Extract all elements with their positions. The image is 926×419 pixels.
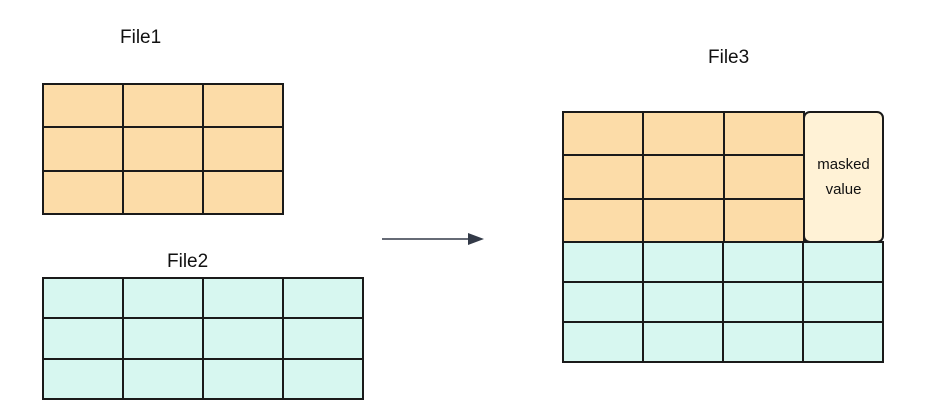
file3-file2-cell — [804, 283, 882, 321]
masked-value-cell: masked value — [803, 111, 884, 243]
file3-file2-cell — [724, 243, 802, 281]
file1-cell — [204, 171, 282, 213]
file1-cell — [44, 85, 122, 127]
arrow-head — [468, 233, 484, 245]
file2-cell — [44, 279, 122, 318]
file1-title: File1 — [120, 27, 162, 48]
file3-file2-rows — [562, 241, 884, 363]
file2-cell — [124, 319, 202, 358]
file2-cell — [284, 279, 362, 318]
file1-cell — [124, 85, 202, 127]
file3-file2-cell — [564, 283, 642, 321]
file3-file1-cell — [564, 113, 643, 155]
file3-file2-cell — [724, 323, 802, 361]
file3-file2-cell — [644, 243, 722, 281]
file2-title: File2 — [167, 251, 209, 272]
file3-title: File3 — [708, 47, 750, 68]
file2-cell — [284, 359, 362, 398]
file3-file2-cell — [644, 283, 722, 321]
file3-file2-cell — [804, 243, 882, 281]
file3-file1-cell — [724, 199, 803, 241]
merge-arrow-icon — [382, 233, 484, 245]
file2-cell — [204, 279, 282, 318]
file3-file1-cell — [724, 156, 803, 198]
file1-cell — [124, 128, 202, 170]
file2-cell — [124, 279, 202, 318]
file1-cell — [44, 171, 122, 213]
file2-cell — [204, 359, 282, 398]
file2-table — [42, 277, 364, 400]
file1-cell — [124, 171, 202, 213]
file3-file2-cell — [644, 323, 722, 361]
file3-file1-cell — [644, 156, 723, 198]
file2-cell — [44, 359, 122, 398]
file2-cell — [124, 359, 202, 398]
file3-file1-cell — [644, 113, 723, 155]
file2-cell — [204, 319, 282, 358]
file3-file1-rows — [562, 111, 805, 243]
file3-file1-cell — [564, 199, 643, 241]
file1-cell — [204, 85, 282, 127]
file3-file2-cell — [804, 323, 882, 361]
file2-cell — [284, 319, 362, 358]
file3-file2-cell — [564, 323, 642, 361]
file2-cell — [44, 319, 122, 358]
file3-file2-cell — [724, 283, 802, 321]
file1-cell — [44, 128, 122, 170]
file3-file1-cell — [644, 199, 723, 241]
file1-cell — [204, 128, 282, 170]
file3-file1-cell — [564, 156, 643, 198]
file3-file1-cell — [724, 113, 803, 155]
file3-file2-cell — [564, 243, 642, 281]
masked-value-label: masked value — [817, 156, 870, 198]
file1-table — [42, 83, 284, 215]
